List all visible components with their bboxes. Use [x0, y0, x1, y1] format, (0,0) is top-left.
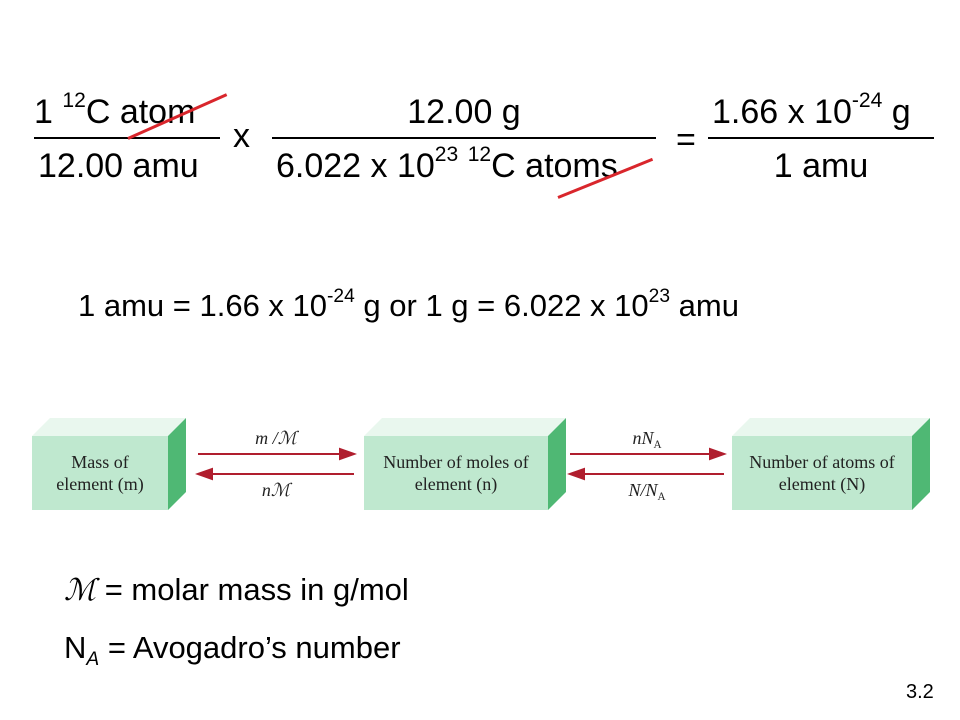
box-atoms-label: Number of atoms of element (N) [749, 452, 895, 494]
conversion-diagram: Mass of element (m) Number of moles of e… [32, 418, 930, 514]
box-mass-label: Mass of element (m) [56, 452, 144, 494]
fraction-2-denominator: 6.022 x 1023 12C atoms [276, 143, 618, 185]
arrows-svg [195, 447, 727, 481]
fraction-1-numerator: 1 12C atom [34, 89, 196, 131]
arrow1-bottom-label: nℳ [261, 480, 291, 500]
fraction-1-denominator: 12.00 amu [38, 147, 199, 185]
page-number: 3.2 [906, 681, 934, 703]
fraction-3-bar [708, 137, 934, 139]
arrow2-bottom-label: N/NA [628, 480, 666, 503]
box-mass: Mass of element (m) [32, 436, 168, 510]
fraction-2-bar [272, 137, 656, 139]
legend-avogadro: NA = Avogadro’s number [64, 630, 401, 670]
legend-molar-mass: ℳ = molar mass in g/mol [64, 572, 409, 608]
box-atoms: Number of atoms of element (N) [732, 436, 912, 510]
conversion-statement: 1 amu = 1.66 x 10-24 g or 1 g = 6.022 x … [78, 285, 739, 323]
arrow-moles-to-mass-head [195, 467, 213, 481]
arrow-moles-to-atoms-head [709, 447, 727, 461]
molar-mass-symbol: ℳ [64, 573, 97, 608]
arrow-atoms-to-moles-head [567, 467, 585, 481]
box-moles: Number of moles of element (n) [364, 436, 548, 510]
arrow1-top-label: m /ℳ [255, 428, 297, 448]
times-sign: x [233, 117, 250, 155]
fraction-2-numerator: 12.00 g [407, 93, 521, 131]
equals-sign: = [676, 121, 696, 159]
fraction-3-numerator: 1.66 x 10-24 g [712, 89, 911, 131]
avogadro-symbol: N [64, 630, 87, 665]
arrow2-top-label: nNA [632, 428, 662, 451]
fraction-1-bar [34, 137, 220, 139]
box-moles-label: Number of moles of element (n) [383, 452, 529, 494]
arrow-mass-to-moles-head [339, 447, 357, 461]
fraction-3-denominator: 1 amu [773, 147, 869, 185]
